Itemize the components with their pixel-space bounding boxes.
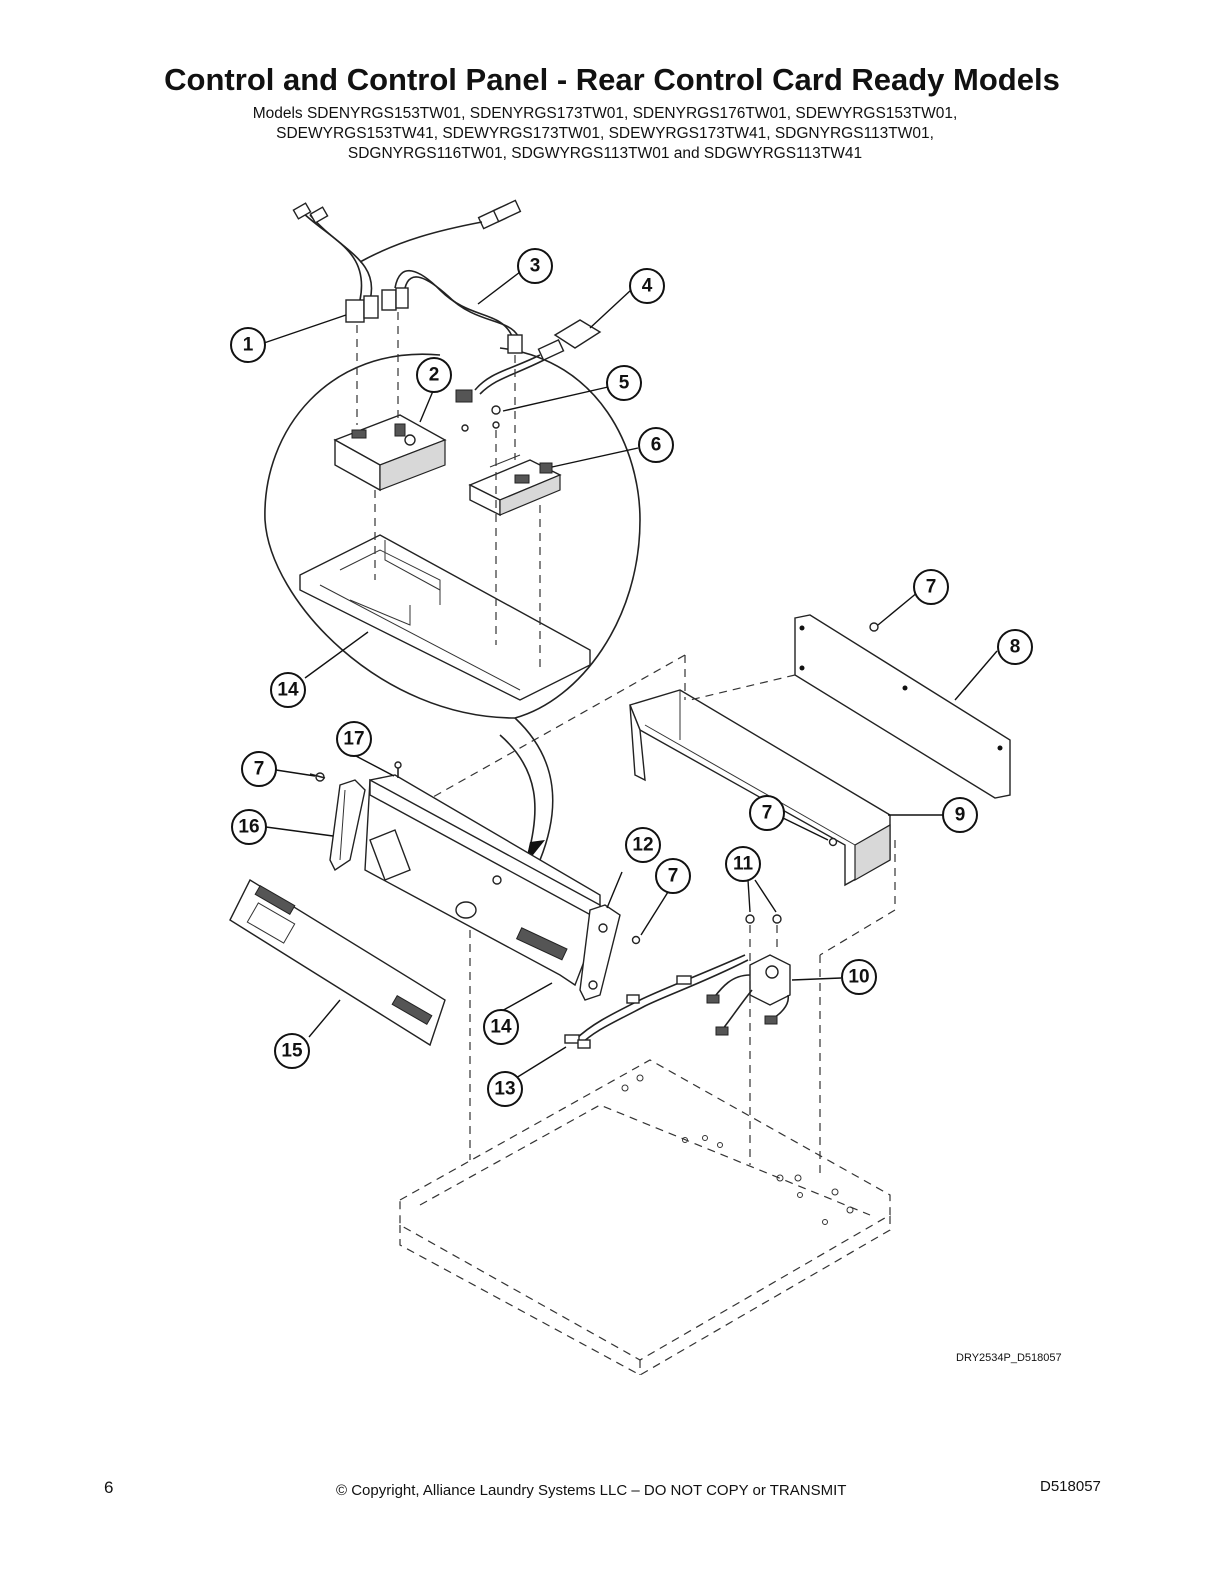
screws-11	[745, 914, 782, 924]
model-line-1: Models SDENYRGS153TW01, SDENYRGS173TW01,…	[252, 105, 958, 122]
model-line-2: SDEWYRGS153TW41, SDEWYRGS173TW01, SDEWYR…	[276, 125, 934, 142]
rear-panel-8	[794, 614, 1011, 799]
model-list: Models SDENYRGS153TW01, SDENYRGS173TW01,…	[0, 104, 1210, 164]
svg-text:7: 7	[254, 759, 265, 780]
callout-8: 8	[997, 629, 1033, 665]
overlay-panel-15	[229, 879, 446, 1047]
callout-5: 5	[606, 365, 642, 401]
svg-text:6: 6	[651, 435, 662, 456]
page-number: 6	[104, 1478, 114, 1497]
model-line-3: SDGNYRGS116TW01, SDGWYRGS113TW01 and SDG…	[347, 145, 863, 162]
svg-text:13: 13	[494, 1079, 515, 1100]
svg-text:5: 5	[619, 373, 630, 394]
screw-7-left	[309, 772, 326, 782]
svg-text:17: 17	[343, 729, 364, 750]
alignment-lines-top	[409, 654, 896, 956]
svg-text:9: 9	[955, 805, 966, 826]
inner-bracket-14	[299, 534, 591, 701]
callout-11: 11	[725, 846, 761, 882]
callout-14-detail: 14	[270, 672, 306, 708]
wire-harness-1	[292, 199, 522, 323]
svg-text:10: 10	[848, 967, 869, 988]
control-panel-14	[364, 774, 601, 987]
callout-15: 15	[274, 1033, 310, 1069]
callout-10: 10	[841, 959, 877, 995]
svg-text:7: 7	[668, 866, 679, 887]
svg-text:2: 2	[429, 365, 440, 386]
callout-3: 3	[517, 248, 553, 284]
svg-text:14: 14	[277, 680, 299, 701]
page-title: Control and Control Panel - Rear Control…	[164, 62, 1060, 97]
transformer-10	[706, 954, 791, 1036]
svg-text:4: 4	[642, 276, 653, 297]
callout-17: 17	[336, 721, 372, 757]
svg-text:15: 15	[281, 1041, 303, 1062]
card-reader-board-6	[468, 454, 562, 517]
screw-5	[491, 405, 501, 429]
callout-7-cover: 7	[749, 795, 785, 831]
callout-6: 6	[638, 427, 674, 463]
end-cap-16	[329, 779, 366, 872]
alignment-lines-cabinet	[469, 925, 821, 1175]
leader-lines	[263, 271, 998, 1079]
svg-text:1: 1	[243, 335, 254, 356]
svg-text:3: 3	[530, 256, 541, 277]
wire-harness-13	[564, 954, 749, 1049]
callout-12: 12	[625, 827, 661, 863]
svg-text:7: 7	[762, 803, 773, 824]
callout-7-top: 7	[913, 569, 949, 605]
svg-text:7: 7	[926, 577, 937, 598]
cabinet-top-outline	[399, 1059, 891, 1376]
callout-13: 13	[487, 1071, 523, 1107]
control-board-2	[333, 414, 469, 492]
callout-7-left: 7	[241, 751, 277, 787]
screw-17	[394, 761, 402, 778]
callout-7-panel: 7	[655, 858, 691, 894]
end-cap-12	[579, 904, 621, 1001]
callout-4: 4	[629, 268, 665, 304]
document-number: D518057	[1040, 1478, 1101, 1495]
alignment-lines-detail	[356, 312, 541, 670]
screw-7-panel	[631, 935, 641, 945]
svg-text:16: 16	[238, 817, 259, 838]
callout-1: 1	[230, 327, 266, 363]
callout-2: 2	[416, 357, 452, 393]
callout-16: 16	[231, 809, 267, 845]
svg-text:8: 8	[1010, 637, 1021, 658]
callout-14-main: 14	[483, 1009, 519, 1045]
drawing-code: DRY2534P_D518057	[956, 1352, 1062, 1364]
screw-7-top	[869, 622, 879, 632]
svg-text:12: 12	[632, 835, 653, 856]
svg-text:14: 14	[490, 1017, 512, 1038]
copyright-notice: © Copyright, Alliance Laundry Systems LL…	[336, 1482, 847, 1499]
svg-text:11: 11	[733, 854, 754, 875]
callout-9: 9	[942, 797, 978, 833]
top-cover-9	[629, 689, 891, 887]
wire-harness-3	[381, 269, 523, 354]
data-cable-4	[455, 319, 602, 403]
screw-7-cover	[828, 837, 838, 847]
